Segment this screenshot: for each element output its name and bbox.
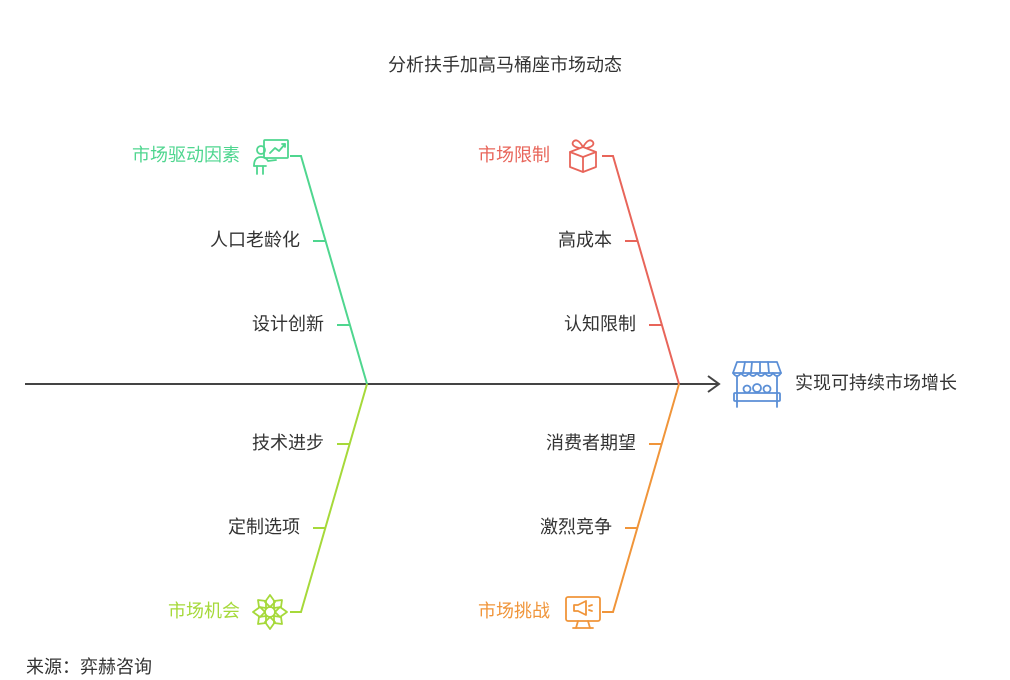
presenter-chart-icon [253, 139, 289, 175]
challenges-item-2: 激烈竞争 [540, 517, 612, 538]
spine-arrowhead [707, 375, 721, 393]
restraints-item-2: 认知限制 [564, 314, 636, 335]
restraints-bone [602, 155, 680, 385]
source-note: 来源：弈赫咨询 [26, 657, 152, 678]
opportunities-bone [290, 383, 368, 613]
opportunities-label: 市场机会 [168, 601, 240, 622]
opportunities-item-2: 定制选项 [228, 517, 300, 538]
megaphone-monitor-icon [565, 596, 601, 629]
opportunities-item-1: 技术进步 [252, 433, 324, 454]
restraints-item-1: 高成本 [558, 230, 612, 251]
market-stall-icon [732, 361, 782, 408]
drivers-label: 市场驱动因素 [132, 145, 240, 166]
drivers-item-2: 设计创新 [252, 314, 324, 335]
challenges-bone [602, 383, 680, 613]
restraints-label: 市场限制 [478, 145, 550, 166]
snowflake-icon [252, 594, 288, 630]
challenges-item-1: 消费者期望 [546, 433, 636, 454]
drivers-bone [290, 155, 368, 385]
drivers-item-1: 人口老龄化 [210, 230, 300, 251]
outcome-label: 实现可持续市场增长 [795, 373, 957, 394]
gift-box-icon [569, 139, 597, 173]
diagram-title: 分析扶手加高马桶座市场动态 [388, 55, 622, 76]
challenges-label: 市场挑战 [478, 601, 550, 622]
